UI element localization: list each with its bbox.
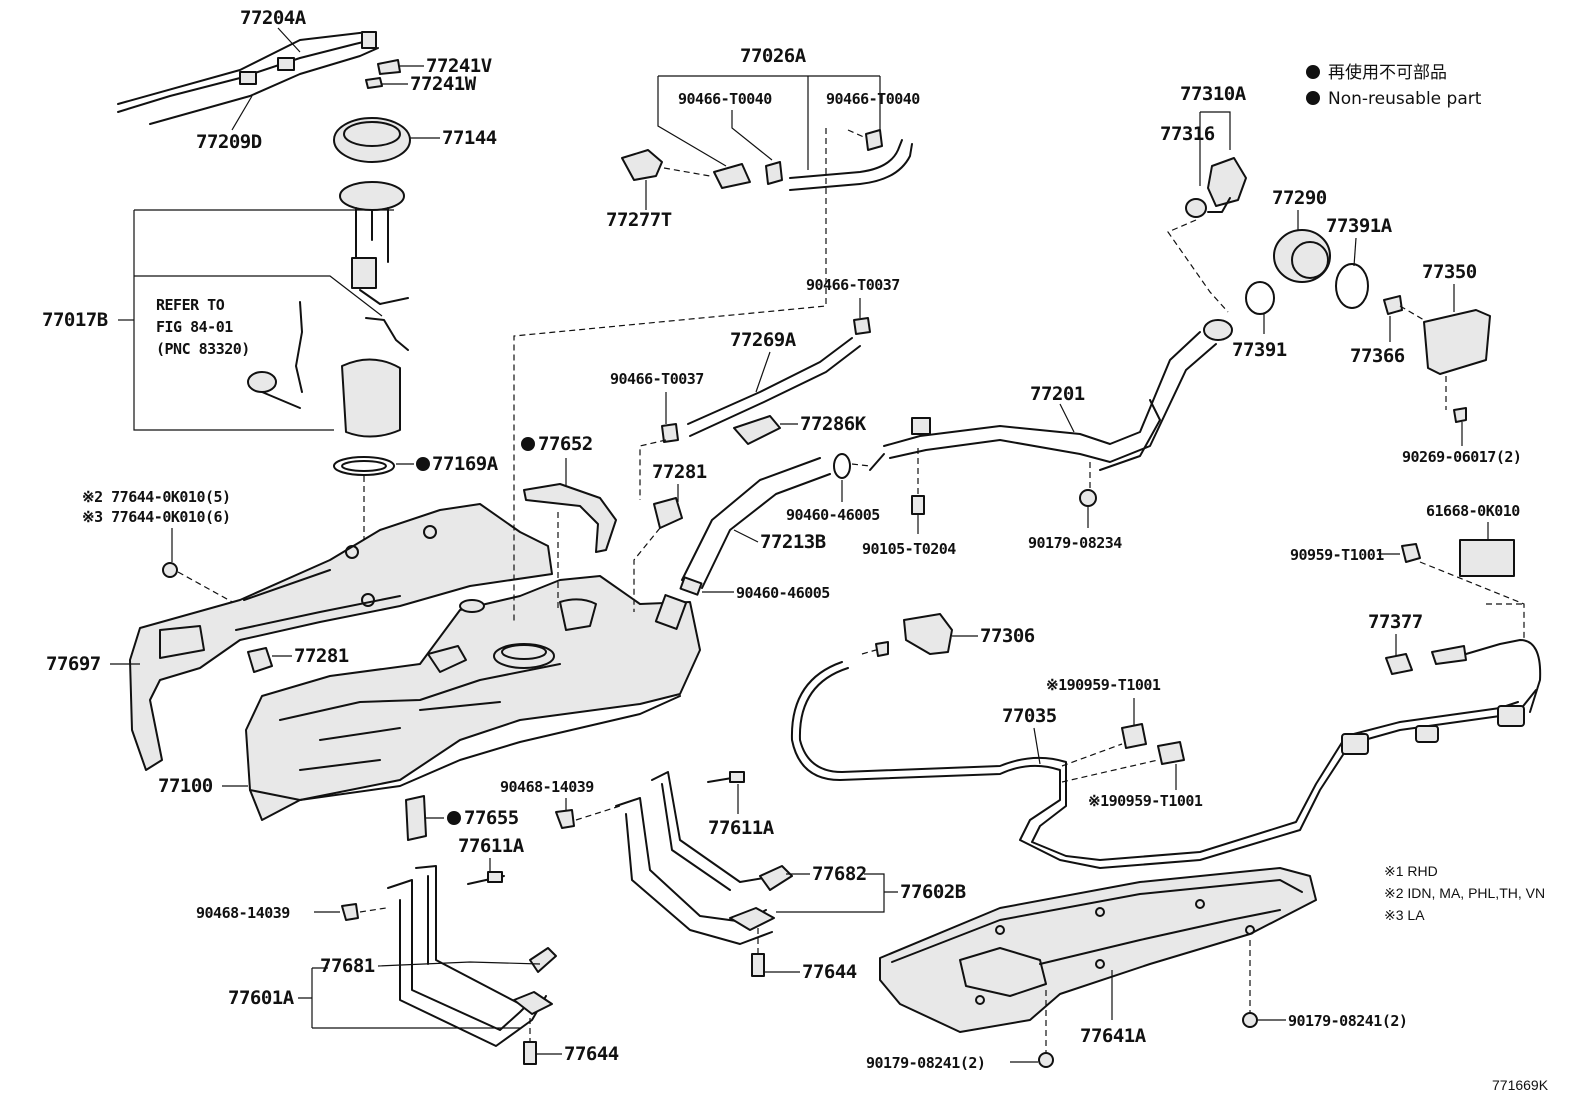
label-90959: 90959-T1001: [1290, 546, 1384, 564]
label-77601A: 77601A: [228, 987, 295, 1009]
label-77026A: 77026A: [740, 45, 807, 67]
label-77641A: 77641A: [1080, 1025, 1147, 1047]
refer-line-2: FIG 84-01: [156, 318, 233, 336]
region-notes: ※1 RHD ※2 IDN, MA, PHL,TH, VN ※3 LA: [1384, 863, 1545, 923]
label-90460-bottom: 90460-46005: [736, 584, 830, 602]
non-reusable-dot-icon: [416, 457, 430, 471]
non-reusable-dot-icon: [1306, 91, 1320, 105]
tank-protector: [129, 503, 553, 771]
note-2: ※2 IDN, MA, PHL,TH, VN: [1384, 885, 1545, 901]
label-77209D: 77209D: [196, 131, 262, 153]
label-90269: 90269-06017(2): [1402, 448, 1521, 466]
note-1: ※1 RHD: [1384, 863, 1438, 879]
label-77310A: 77310A: [1180, 83, 1247, 105]
label-77213B: 77213B: [760, 531, 826, 553]
label-77241W: 77241W: [410, 73, 477, 95]
fuel-pump-assembly: [247, 181, 409, 438]
label-77281-left: 77281: [294, 645, 349, 667]
figure-code: 771669K: [1492, 1077, 1549, 1093]
label-77655: 77655: [464, 807, 519, 829]
label-77290: 77290: [1272, 187, 1327, 209]
label-77644-note2: ※2 77644-0K010(5): [82, 488, 231, 506]
drain-tube: [790, 661, 1537, 869]
non-reusable-dot-icon: [521, 437, 535, 451]
label-90466-T0040-a: 90466-T0040: [678, 90, 772, 108]
label-77269A: 77269A: [730, 329, 797, 351]
label-77681: 77681: [320, 955, 375, 977]
label-90466-T0037-top: 90466-T0037: [806, 276, 900, 294]
refer-line-3: (PNC 83320): [156, 340, 250, 358]
label-77350: 77350: [1422, 261, 1477, 283]
label-77241V: 77241V: [426, 55, 492, 77]
skid-plate: [879, 867, 1317, 1033]
label-77602B: 77602B: [900, 881, 966, 903]
label-90105: 90105-T0204: [862, 540, 956, 558]
fuel-tank: [245, 575, 701, 821]
label-77204A: 77204A: [240, 7, 307, 29]
label-77391A: 77391A: [1326, 215, 1393, 237]
label-77366: 77366: [1350, 345, 1405, 367]
label-77144: 77144: [442, 127, 497, 149]
legend-en: Non-reusable part: [1328, 89, 1482, 109]
label-77377: 77377: [1368, 611, 1423, 633]
fuel-tube-assembly: [117, 31, 379, 125]
legend: 再使用不可部品 Non-reusable part: [1306, 62, 1482, 109]
label-77306: 77306: [980, 625, 1035, 647]
label-90466-T0037-left: 90466-T0037: [610, 370, 704, 388]
label-77169A: 77169A: [432, 453, 499, 475]
label-90179-right: 90179-08241(2): [1288, 1012, 1407, 1030]
label-77277T: 77277T: [606, 209, 672, 231]
note-3: ※3 LA: [1384, 907, 1425, 923]
label-77697: 77697: [46, 653, 101, 675]
label-90179-08234: 90179-08234: [1028, 534, 1122, 552]
label-90466-T0040-b: 90466-T0040: [826, 90, 920, 108]
label-90468-mid: 90468-14039: [500, 778, 594, 796]
non-reusable-dot-icon: [447, 811, 461, 825]
label-61668: 61668-0K010: [1426, 502, 1520, 520]
label-190959-bottom: ※190959-T1001: [1088, 792, 1203, 810]
label-77281-mid: 77281: [652, 461, 707, 483]
non-reusable-dot-icon: [1306, 65, 1320, 79]
label-77682: 77682: [812, 863, 867, 885]
label-77201: 77201: [1030, 383, 1085, 405]
label-77017B: 77017B: [42, 309, 108, 331]
fuel-tank-band-left: [387, 865, 557, 1047]
label-90468-left: 90468-14039: [196, 904, 290, 922]
label-77100: 77100: [158, 775, 213, 797]
label-77644-note3: ※3 77644-0K010(6): [82, 508, 231, 526]
label-77644-right: 77644: [802, 961, 857, 983]
label-77286K: 77286K: [800, 413, 867, 435]
filler-pipe: [883, 319, 1233, 471]
label-77611A-left: 77611A: [458, 835, 525, 857]
label-90179-bottom: 90179-08241(2): [866, 1054, 985, 1072]
label-77316: 77316: [1160, 123, 1215, 145]
label-77611A-right: 77611A: [708, 817, 775, 839]
label-90460-top: 90460-46005: [786, 506, 880, 524]
legend-jp: 再使用不可部品: [1328, 62, 1447, 83]
label-190959-top: ※190959-T1001: [1046, 676, 1161, 694]
label-77644-left: 77644: [564, 1043, 619, 1065]
label-77652: 77652: [538, 433, 593, 455]
label-77391: 77391: [1232, 339, 1287, 361]
refer-line-1: REFER TO: [156, 296, 225, 314]
fuel-tank-band-right: [615, 771, 793, 945]
label-77035: 77035: [1002, 705, 1057, 727]
